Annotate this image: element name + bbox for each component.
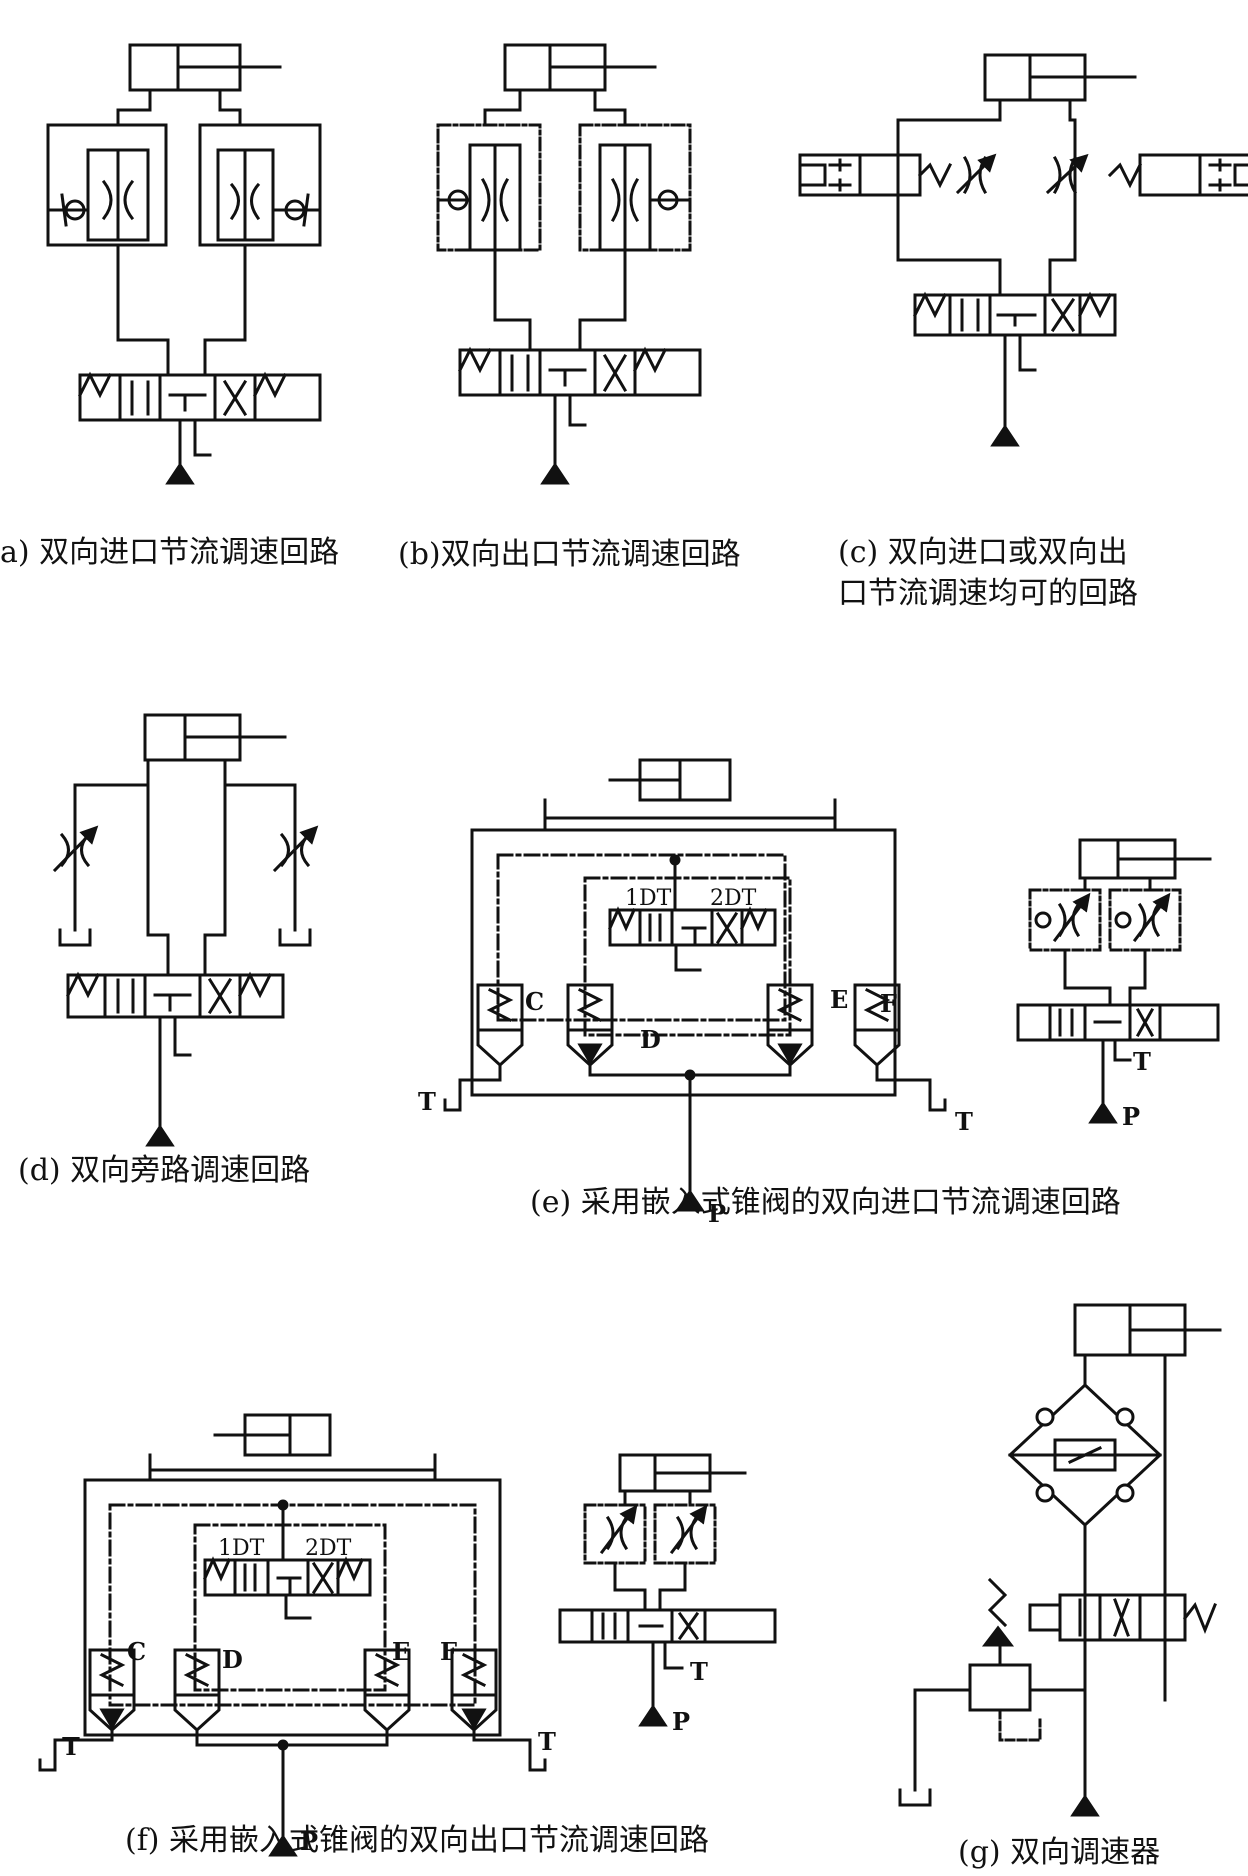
port-label-c: C: [127, 1637, 146, 1666]
aux-label-p: P: [1122, 1102, 1140, 1131]
figure-f: C D E F T T P 1DT 2DT: [38, 1413, 777, 1858]
caption-e: (e) 采用嵌入式锥阀的双向进口节流调速回路: [530, 1185, 1121, 1220]
pilot-directional-valve: [203, 1556, 372, 1620]
aux-circuit-f: T P: [558, 1453, 777, 1736]
pilot-lines: [496, 853, 792, 1037]
cylinder: [1073, 1303, 1222, 1357]
aux-label-p: P: [672, 1707, 690, 1736]
cylinder: [143, 713, 287, 762]
port-label-t-left: T: [418, 1087, 436, 1116]
caption-d: (d) 双向旁路调速回路: [18, 1153, 310, 1188]
pilot-lines: [108, 1503, 477, 1707]
pilot-directional-valve: [608, 906, 777, 972]
check-solenoid-left: [798, 153, 997, 197]
directional-valve: [1028, 1593, 1217, 1642]
cone-valve-f: [450, 1648, 498, 1733]
aux-circuit-e: T P: [1016, 838, 1220, 1131]
caption-g: (g) 双向调速器: [958, 1835, 1160, 1870]
port-label-f: F: [880, 989, 897, 1018]
figure-b: (b)双向出口节流调速回路: [398, 43, 741, 572]
aux-label-t: T: [690, 1657, 708, 1686]
port-label-e: E: [830, 985, 848, 1014]
figure-a: a) 双向进口节流调速回路: [0, 43, 339, 570]
directional-valve: [912, 291, 1117, 337]
figure-c: (c) 双向进口或双向出 口节流调速均可的回路: [798, 53, 1248, 611]
cone-valve-c: [476, 983, 524, 1068]
directional-valve: [457, 346, 702, 397]
port-label-t-left: T: [62, 1732, 80, 1761]
bridge-rectifier: [1007, 1382, 1163, 1528]
directional-valve: [77, 371, 322, 422]
throttle-check-valve-right: [198, 123, 322, 247]
caption-f: (f) 采用嵌入式锥阀的双向出口节流调速回路: [125, 1823, 709, 1858]
port-label-e: E: [392, 1637, 410, 1666]
throttle-check-valve-left-body: [436, 143, 522, 252]
throttle-right: [272, 825, 319, 947]
coil-label-1dt: 1DT: [218, 1536, 265, 1561]
aux-label-t: T: [1133, 1047, 1151, 1076]
figure-g: (g) 双向调速器: [898, 1303, 1222, 1870]
coil-label-1dt: 1DT: [625, 886, 672, 911]
throttle-check-valve-right: [578, 123, 692, 252]
coil-label-2dt: 2DT: [710, 886, 757, 911]
port-label-d: D: [640, 1025, 661, 1054]
cone-valve-d: [566, 983, 614, 1068]
caption-b: (b)双向出口节流调速回路: [398, 537, 741, 572]
port-label-t-right: T: [538, 1727, 556, 1756]
throttle-check-valve-left: [46, 123, 168, 247]
cylinder: [503, 43, 657, 92]
cylinder: [213, 1413, 332, 1457]
cylinder: [983, 53, 1137, 102]
check-solenoid-right: [1045, 153, 1248, 197]
directional-valve: [65, 971, 285, 1019]
port-label-f: F: [440, 1637, 457, 1666]
throttle-check-valve-right-body: [598, 143, 692, 252]
caption-a: a) 双向进口节流调速回路: [0, 535, 339, 570]
cylinder: [128, 43, 282, 92]
cylinder: [608, 758, 732, 802]
port-label-d: D: [222, 1645, 243, 1674]
caption-c-line2: 口节流调速均可的回路: [838, 576, 1138, 611]
port-label-t-right: T: [955, 1107, 973, 1136]
throttle-left: [52, 825, 99, 947]
pressure-compensator: [898, 1577, 1087, 1807]
port-label-p: P: [300, 1827, 318, 1856]
port-label-c: C: [525, 987, 544, 1016]
figure-d: (d) 双向旁路调速回路: [18, 713, 319, 1188]
figure-e: C D E F T T P 1DT 2DT: [418, 758, 1220, 1228]
coil-label-2dt: 2DT: [305, 1536, 352, 1561]
caption-c-line1: (c) 双向进口或双向出: [838, 535, 1128, 570]
port-label-p: P: [708, 1199, 726, 1228]
